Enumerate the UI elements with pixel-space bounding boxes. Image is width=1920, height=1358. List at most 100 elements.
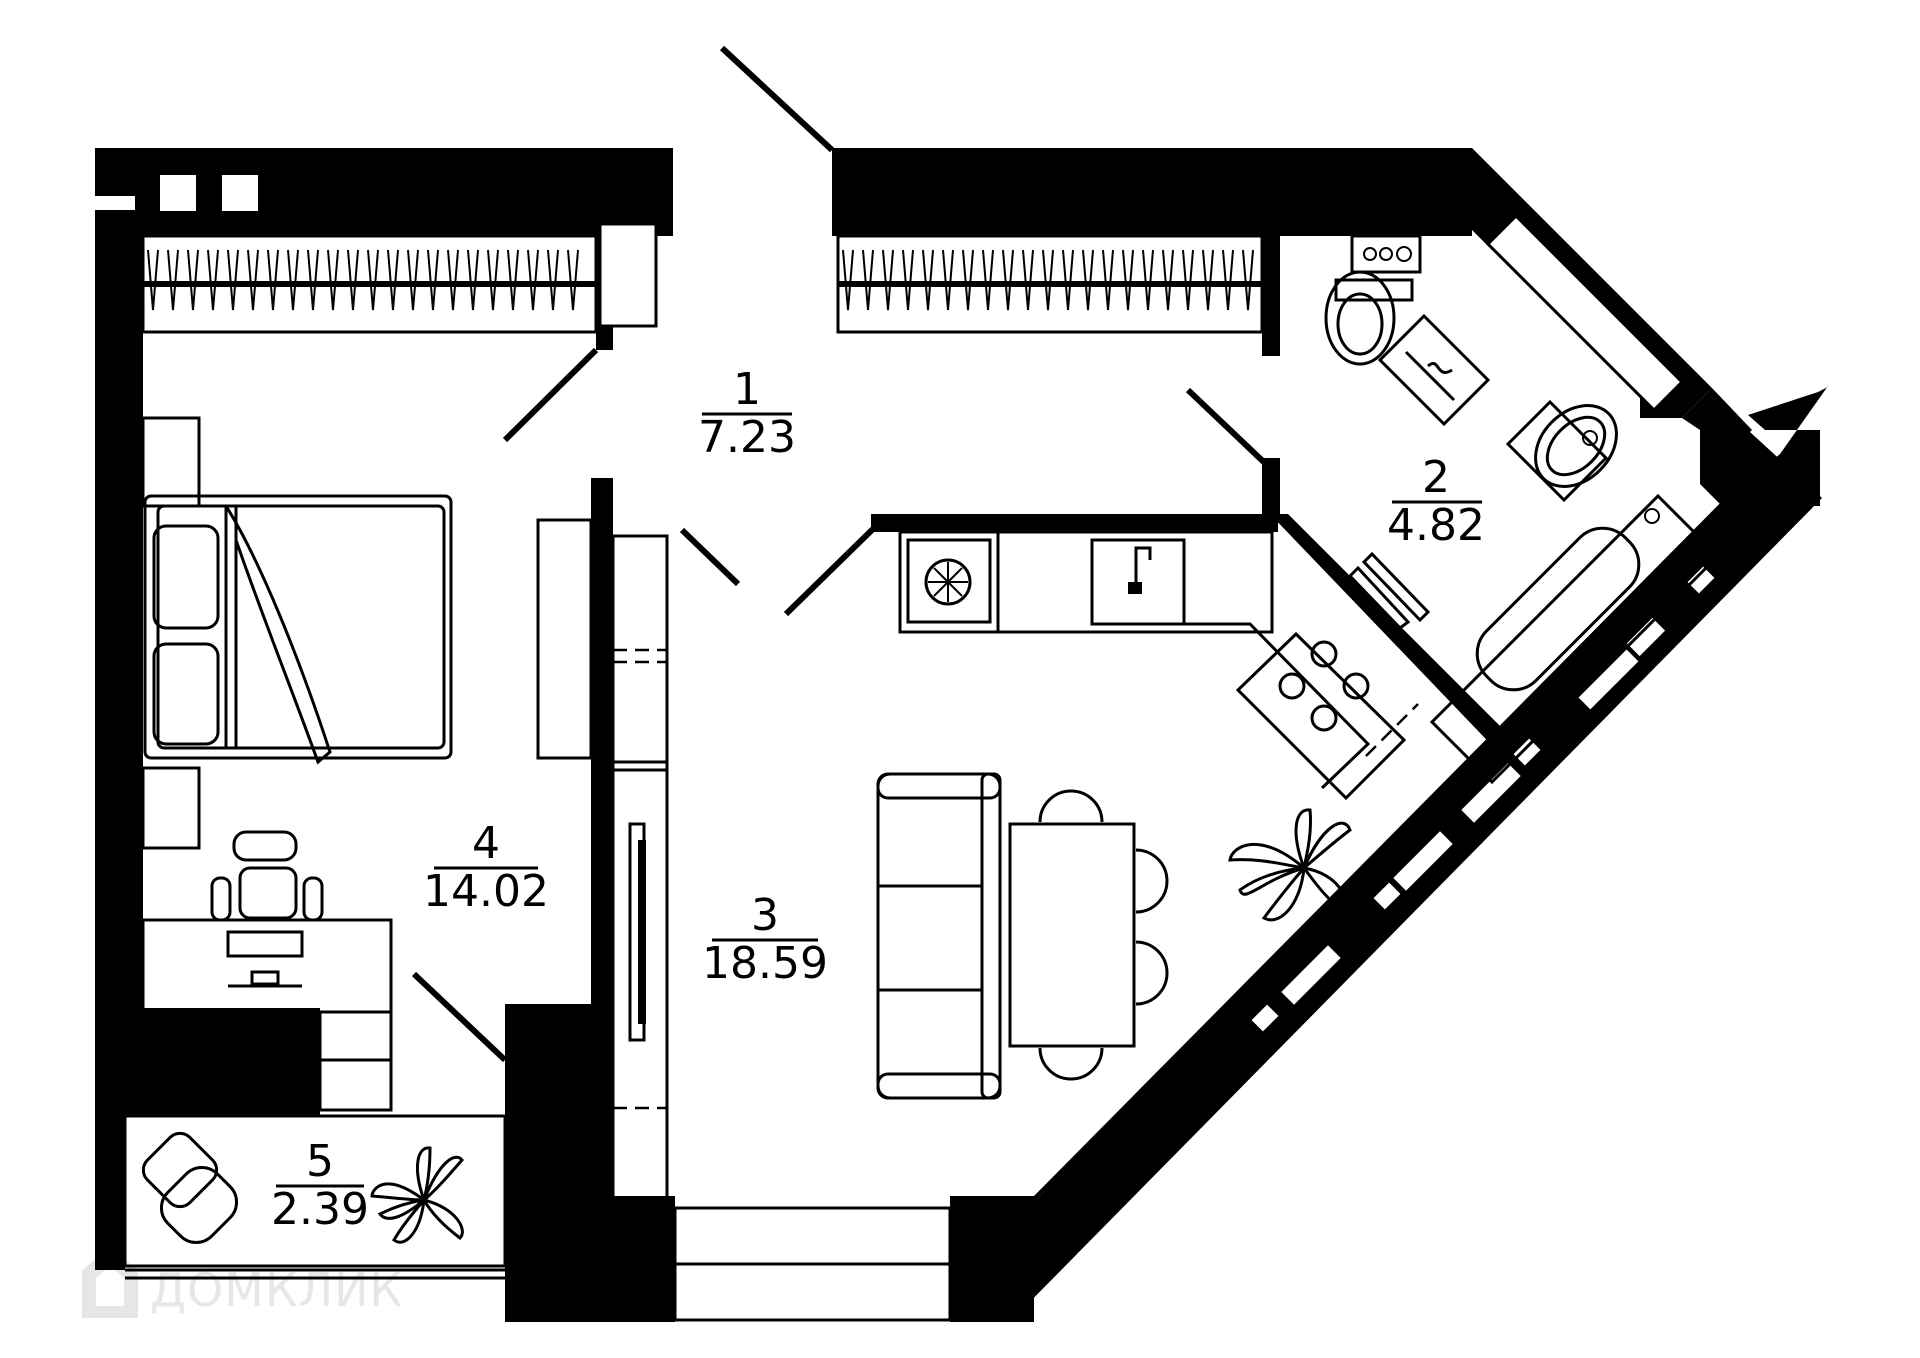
door-bathroom xyxy=(1185,387,1273,471)
hanger-mark xyxy=(287,249,299,311)
wall-top-right xyxy=(832,148,1472,236)
hanger-mark xyxy=(882,249,894,311)
hanger-mark xyxy=(1222,249,1234,311)
hanger-mark xyxy=(327,249,339,311)
balcony-area xyxy=(123,1114,507,1280)
wall-hall-bath-mid xyxy=(1262,458,1280,518)
door-left-passage xyxy=(679,527,741,587)
nightstand-cabinet xyxy=(536,518,593,760)
hanger-mark xyxy=(567,249,579,311)
hanger-mark xyxy=(347,249,359,311)
hanger-mark xyxy=(962,249,974,311)
hanger-mark xyxy=(207,249,219,311)
hanger-mark xyxy=(1242,249,1254,311)
hanger-mark xyxy=(227,249,239,311)
plant-balcony xyxy=(370,1146,464,1244)
hanger-mark xyxy=(862,249,874,311)
watermark-text: ДОМКЛИК xyxy=(150,1263,403,1317)
plant-kitchen xyxy=(1228,808,1352,922)
room-label-bathroom: 2 4.82 xyxy=(1387,452,1485,551)
hanger-mark xyxy=(527,249,539,311)
room-area: 4.82 xyxy=(1387,500,1485,551)
wall-diagonal-main xyxy=(1010,466,1822,1322)
wall-balcony-left xyxy=(95,1110,125,1270)
wall-bottom-mid xyxy=(950,1196,1010,1322)
hanger-mark xyxy=(922,249,934,311)
room-label-bedroom: 4 14.02 xyxy=(423,818,549,917)
hanger-mark xyxy=(447,249,459,311)
wall-notch xyxy=(95,196,135,210)
hanger-mark xyxy=(1122,249,1134,311)
hanger-mark xyxy=(427,249,439,311)
hanger-mark xyxy=(1162,249,1174,311)
dining-table xyxy=(1008,789,1169,1081)
hanger-mark xyxy=(247,249,259,311)
room-area: 7.23 xyxy=(698,412,796,463)
room-label-balcony: 5 2.39 xyxy=(271,1136,369,1235)
room-area: 14.02 xyxy=(423,866,549,917)
room-label-kitchen-living: 3 18.59 xyxy=(702,890,828,989)
vent-square-1 xyxy=(160,175,196,211)
hanger-mark xyxy=(942,249,954,311)
desk xyxy=(141,918,393,1112)
hanger-mark xyxy=(1062,249,1074,311)
wardrobe-bedroom xyxy=(141,234,598,334)
window-top-left xyxy=(598,222,658,328)
hanger-mark xyxy=(507,249,519,311)
hanger-mark xyxy=(982,249,994,311)
hanger-mark xyxy=(267,249,279,311)
hanger-mark xyxy=(147,249,159,311)
wardrobe-hall xyxy=(836,234,1264,334)
hanger-mark xyxy=(367,249,379,311)
room-number: 3 xyxy=(751,890,779,941)
door-bedroom-wardrobe xyxy=(502,347,599,443)
hanger-mark xyxy=(547,249,559,311)
vent-square-2 xyxy=(222,175,258,211)
door-balcony xyxy=(411,971,508,1063)
desk-chair xyxy=(210,830,324,922)
watermark: ДОМКЛИК xyxy=(82,1248,403,1318)
hanger-mark xyxy=(407,249,419,311)
room-number: 1 xyxy=(733,364,761,415)
hanger-mark xyxy=(1082,249,1094,311)
door-kitchen xyxy=(783,525,877,617)
hanger-mark xyxy=(1142,249,1154,311)
wall-left xyxy=(95,148,143,1110)
hanger-mark xyxy=(467,249,479,311)
room-number: 5 xyxy=(306,1136,334,1187)
room-number: 2 xyxy=(1422,452,1450,503)
kitchen-counter xyxy=(898,530,1407,801)
hanger-mark xyxy=(1202,249,1214,311)
hanger-mark xyxy=(487,249,499,311)
facade-slots xyxy=(1251,566,1715,1032)
bathroom-fixtures xyxy=(1324,234,1721,785)
door-entrance xyxy=(719,45,835,153)
hanger-mark xyxy=(902,249,914,311)
hanger-mark xyxy=(387,249,399,311)
hanger-mark xyxy=(307,249,319,311)
room-area: 2.39 xyxy=(271,1184,369,1235)
tv-cabinet xyxy=(611,534,669,1206)
hanger-mark xyxy=(187,249,199,311)
window-bathroom xyxy=(1485,213,1685,413)
hanger-mark xyxy=(167,249,179,311)
hanger-mark xyxy=(842,249,854,311)
room-label-hall: 1 7.23 xyxy=(698,364,796,463)
wall-bottom-left xyxy=(505,1196,675,1322)
doors xyxy=(411,45,1273,1063)
bed xyxy=(141,416,453,850)
wall-right-tip xyxy=(1682,388,1822,552)
hanger-mark xyxy=(1182,249,1194,311)
windows xyxy=(598,213,1685,1322)
hanger-mark xyxy=(1042,249,1054,311)
hanger-mark xyxy=(1002,249,1014,311)
wall-hall-bath-top xyxy=(1262,236,1280,356)
room-number: 4 xyxy=(472,818,500,869)
hanger-mark xyxy=(1022,249,1034,311)
stove xyxy=(1278,640,1419,757)
sofa xyxy=(876,772,1002,1100)
wall-kitchen-top xyxy=(871,514,1278,532)
wall-bedroom-bottom xyxy=(95,1008,320,1116)
hanger-mark xyxy=(1102,249,1114,311)
